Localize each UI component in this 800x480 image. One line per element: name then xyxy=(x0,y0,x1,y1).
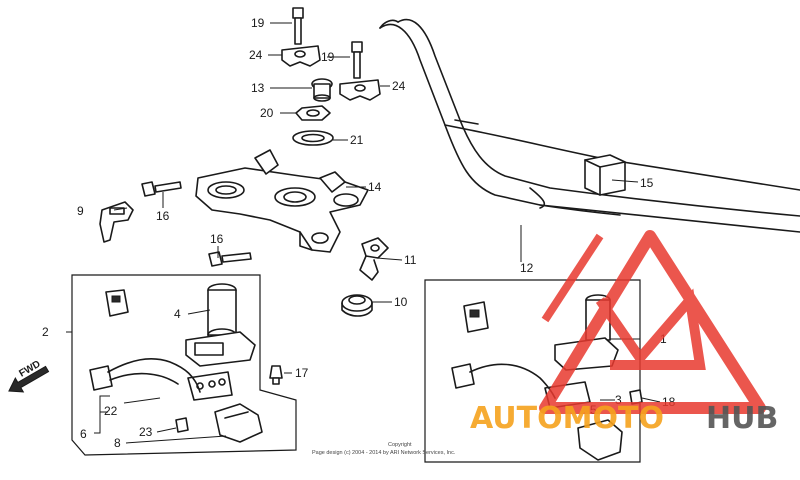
watermark-triangle-inner xyxy=(595,288,706,370)
callout-4: 4 xyxy=(174,307,181,321)
bracket-left xyxy=(105,289,129,317)
bolt-16-lower xyxy=(208,251,252,267)
handlebar xyxy=(379,18,800,233)
bushing-13 xyxy=(311,78,333,102)
callout-6: 6 xyxy=(80,427,87,441)
callout-3: 3 xyxy=(615,393,622,407)
watermark-triangle-left xyxy=(541,233,604,323)
callout-19-right: 19 xyxy=(321,50,335,64)
nut-20 xyxy=(295,105,331,121)
callout-24-left: 24 xyxy=(249,48,263,62)
ignition-switch-4 xyxy=(185,283,256,401)
screw-23 xyxy=(175,417,189,433)
fwd-arrow xyxy=(8,365,50,393)
bracket-right xyxy=(463,301,489,333)
callout-12: 12 xyxy=(520,261,534,275)
holder-24-left xyxy=(281,45,321,67)
bolt-19-left xyxy=(292,7,304,45)
callout-20: 20 xyxy=(260,106,274,120)
watermark-logo xyxy=(539,230,766,414)
callout-15: 15 xyxy=(640,176,654,190)
callout-8: 8 xyxy=(114,436,121,450)
clip-11 xyxy=(359,237,389,281)
screw-17 xyxy=(269,365,283,385)
callout-16-upper: 16 xyxy=(156,209,170,223)
callout-24-right: 24 xyxy=(392,79,406,93)
callout-22: 22 xyxy=(104,404,118,418)
wire-harness-right xyxy=(451,363,556,399)
grommet-10 xyxy=(341,294,373,317)
callout-10: 10 xyxy=(394,295,408,309)
washer-21 xyxy=(292,130,334,146)
callout-21: 21 xyxy=(350,133,364,147)
watermark-brand-b: HUB xyxy=(706,401,778,436)
watermark-brand-a: AUTOMOTO xyxy=(470,401,664,436)
callout-9: 9 xyxy=(77,204,84,218)
callout-13: 13 xyxy=(251,81,265,95)
callout-14: 14 xyxy=(368,180,382,194)
callout-19-left: 19 xyxy=(251,16,265,30)
bolt-16-upper xyxy=(141,181,182,197)
copyright-line-2: Page design (c) 2004 - 2014 by ARI Netwo… xyxy=(312,450,456,456)
watermark-triangle-outer xyxy=(539,230,766,414)
wire-harness-left xyxy=(89,358,201,393)
callout-16-lower: 16 xyxy=(210,232,224,246)
assembly-box-2 xyxy=(71,274,297,456)
callout-1: 1 xyxy=(660,332,667,346)
callout-11: 11 xyxy=(404,253,417,267)
copyright-line-1: Copyright xyxy=(388,442,412,448)
holder-24-right xyxy=(339,79,381,101)
callout-23: 23 xyxy=(139,425,153,439)
handlebar-clamp xyxy=(584,154,626,196)
callout-2: 2 xyxy=(42,325,49,339)
callout-17: 17 xyxy=(295,366,309,380)
top-bridge-14 xyxy=(195,149,369,253)
ignition-key-9 xyxy=(99,201,134,243)
cover-lower-right xyxy=(577,419,623,461)
cover-lower-left xyxy=(214,403,263,443)
bolt-19-right xyxy=(351,41,363,79)
